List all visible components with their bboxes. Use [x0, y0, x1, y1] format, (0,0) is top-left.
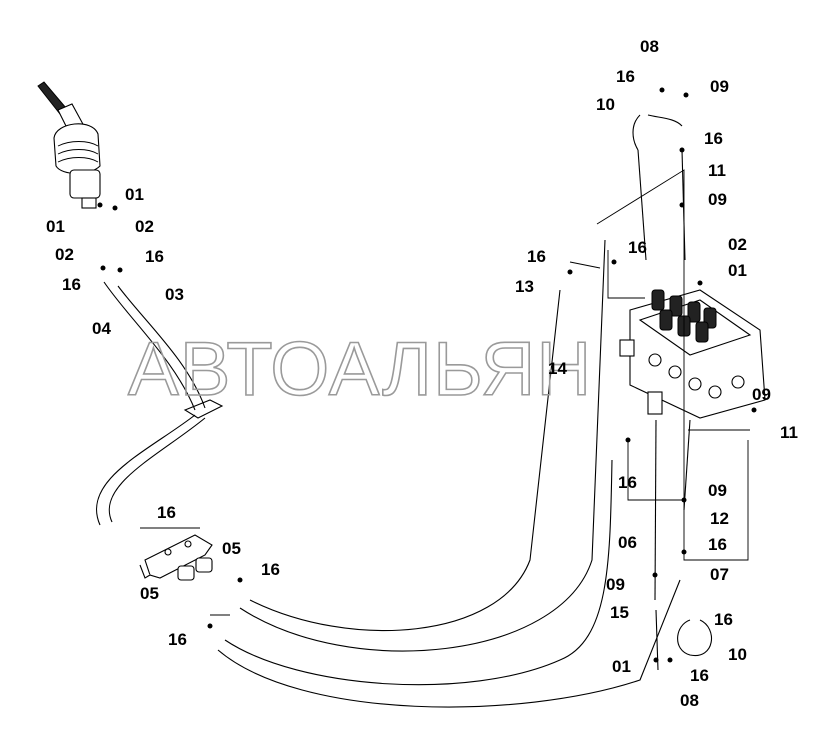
callout-04: 04	[92, 319, 111, 338]
callout-16-bracket-b: 16	[261, 560, 280, 579]
floor-plate	[183, 399, 224, 419]
callout-15: 15	[610, 603, 629, 622]
callout-03: 03	[165, 285, 184, 304]
callout-16-left-a: 16	[145, 247, 164, 266]
callout-12: 12	[710, 509, 729, 528]
callout-10-top: 10	[596, 95, 615, 114]
control-valve-block	[619, 289, 766, 419]
callout-11-upper: 11	[708, 161, 726, 180]
callout-16-mid-b: 16	[628, 238, 647, 257]
callout-16-top: 16	[616, 67, 635, 86]
callout-08-bottom: 08	[680, 691, 699, 710]
callout-05-b: 05	[140, 584, 159, 603]
callout-06: 06	[618, 533, 637, 552]
hose-lines	[96, 114, 713, 708]
callout-08-top: 08	[640, 37, 659, 56]
callout-labels: 08 16 09 10 16 11 09 01 01 02 02 16 16 0…	[46, 37, 798, 710]
callout-02-left-b: 02	[55, 245, 74, 264]
callout-01-left-b: 01	[46, 217, 65, 236]
callout-16-lower-right: 16	[714, 610, 733, 629]
callout-02-left-a: 02	[135, 217, 154, 236]
fitting-markers	[97, 87, 757, 663]
watermark: АВТОАЛЬЯН	[128, 327, 592, 412]
callout-16-bracket: 16	[157, 503, 176, 522]
callout-02-right: 02	[728, 235, 747, 254]
joystick-lever	[37, 81, 101, 209]
callout-10-lower: 10	[728, 645, 747, 664]
callout-09-right: 09	[752, 385, 771, 404]
callout-16-lower-left: 16	[168, 630, 187, 649]
callout-07: 07	[710, 565, 729, 584]
callout-16-left-b: 16	[62, 275, 81, 294]
callout-09-upper: 09	[708, 190, 727, 209]
leader-lines	[140, 169, 750, 616]
callout-01-right: 01	[728, 261, 747, 280]
callout-16-mid-a: 16	[527, 247, 546, 266]
mounting-bracket	[139, 534, 213, 581]
callout-14: 14	[548, 359, 567, 378]
callout-16-bottom: 16	[690, 666, 709, 685]
callout-09-lower: 09	[606, 575, 625, 594]
callout-01-left-a: 01	[125, 185, 144, 204]
callout-09-top: 09	[710, 77, 729, 96]
callout-16-upper-right: 16	[704, 129, 723, 148]
callout-16-valve: 16	[618, 473, 637, 492]
callout-11-lower: 11	[780, 423, 798, 442]
callout-01-lower: 01	[612, 657, 631, 676]
callout-05-a: 05	[222, 539, 241, 558]
callout-13: 13	[515, 277, 534, 296]
callout-16-right-mid: 16	[708, 535, 727, 554]
callout-09-valve: 09	[708, 481, 727, 500]
